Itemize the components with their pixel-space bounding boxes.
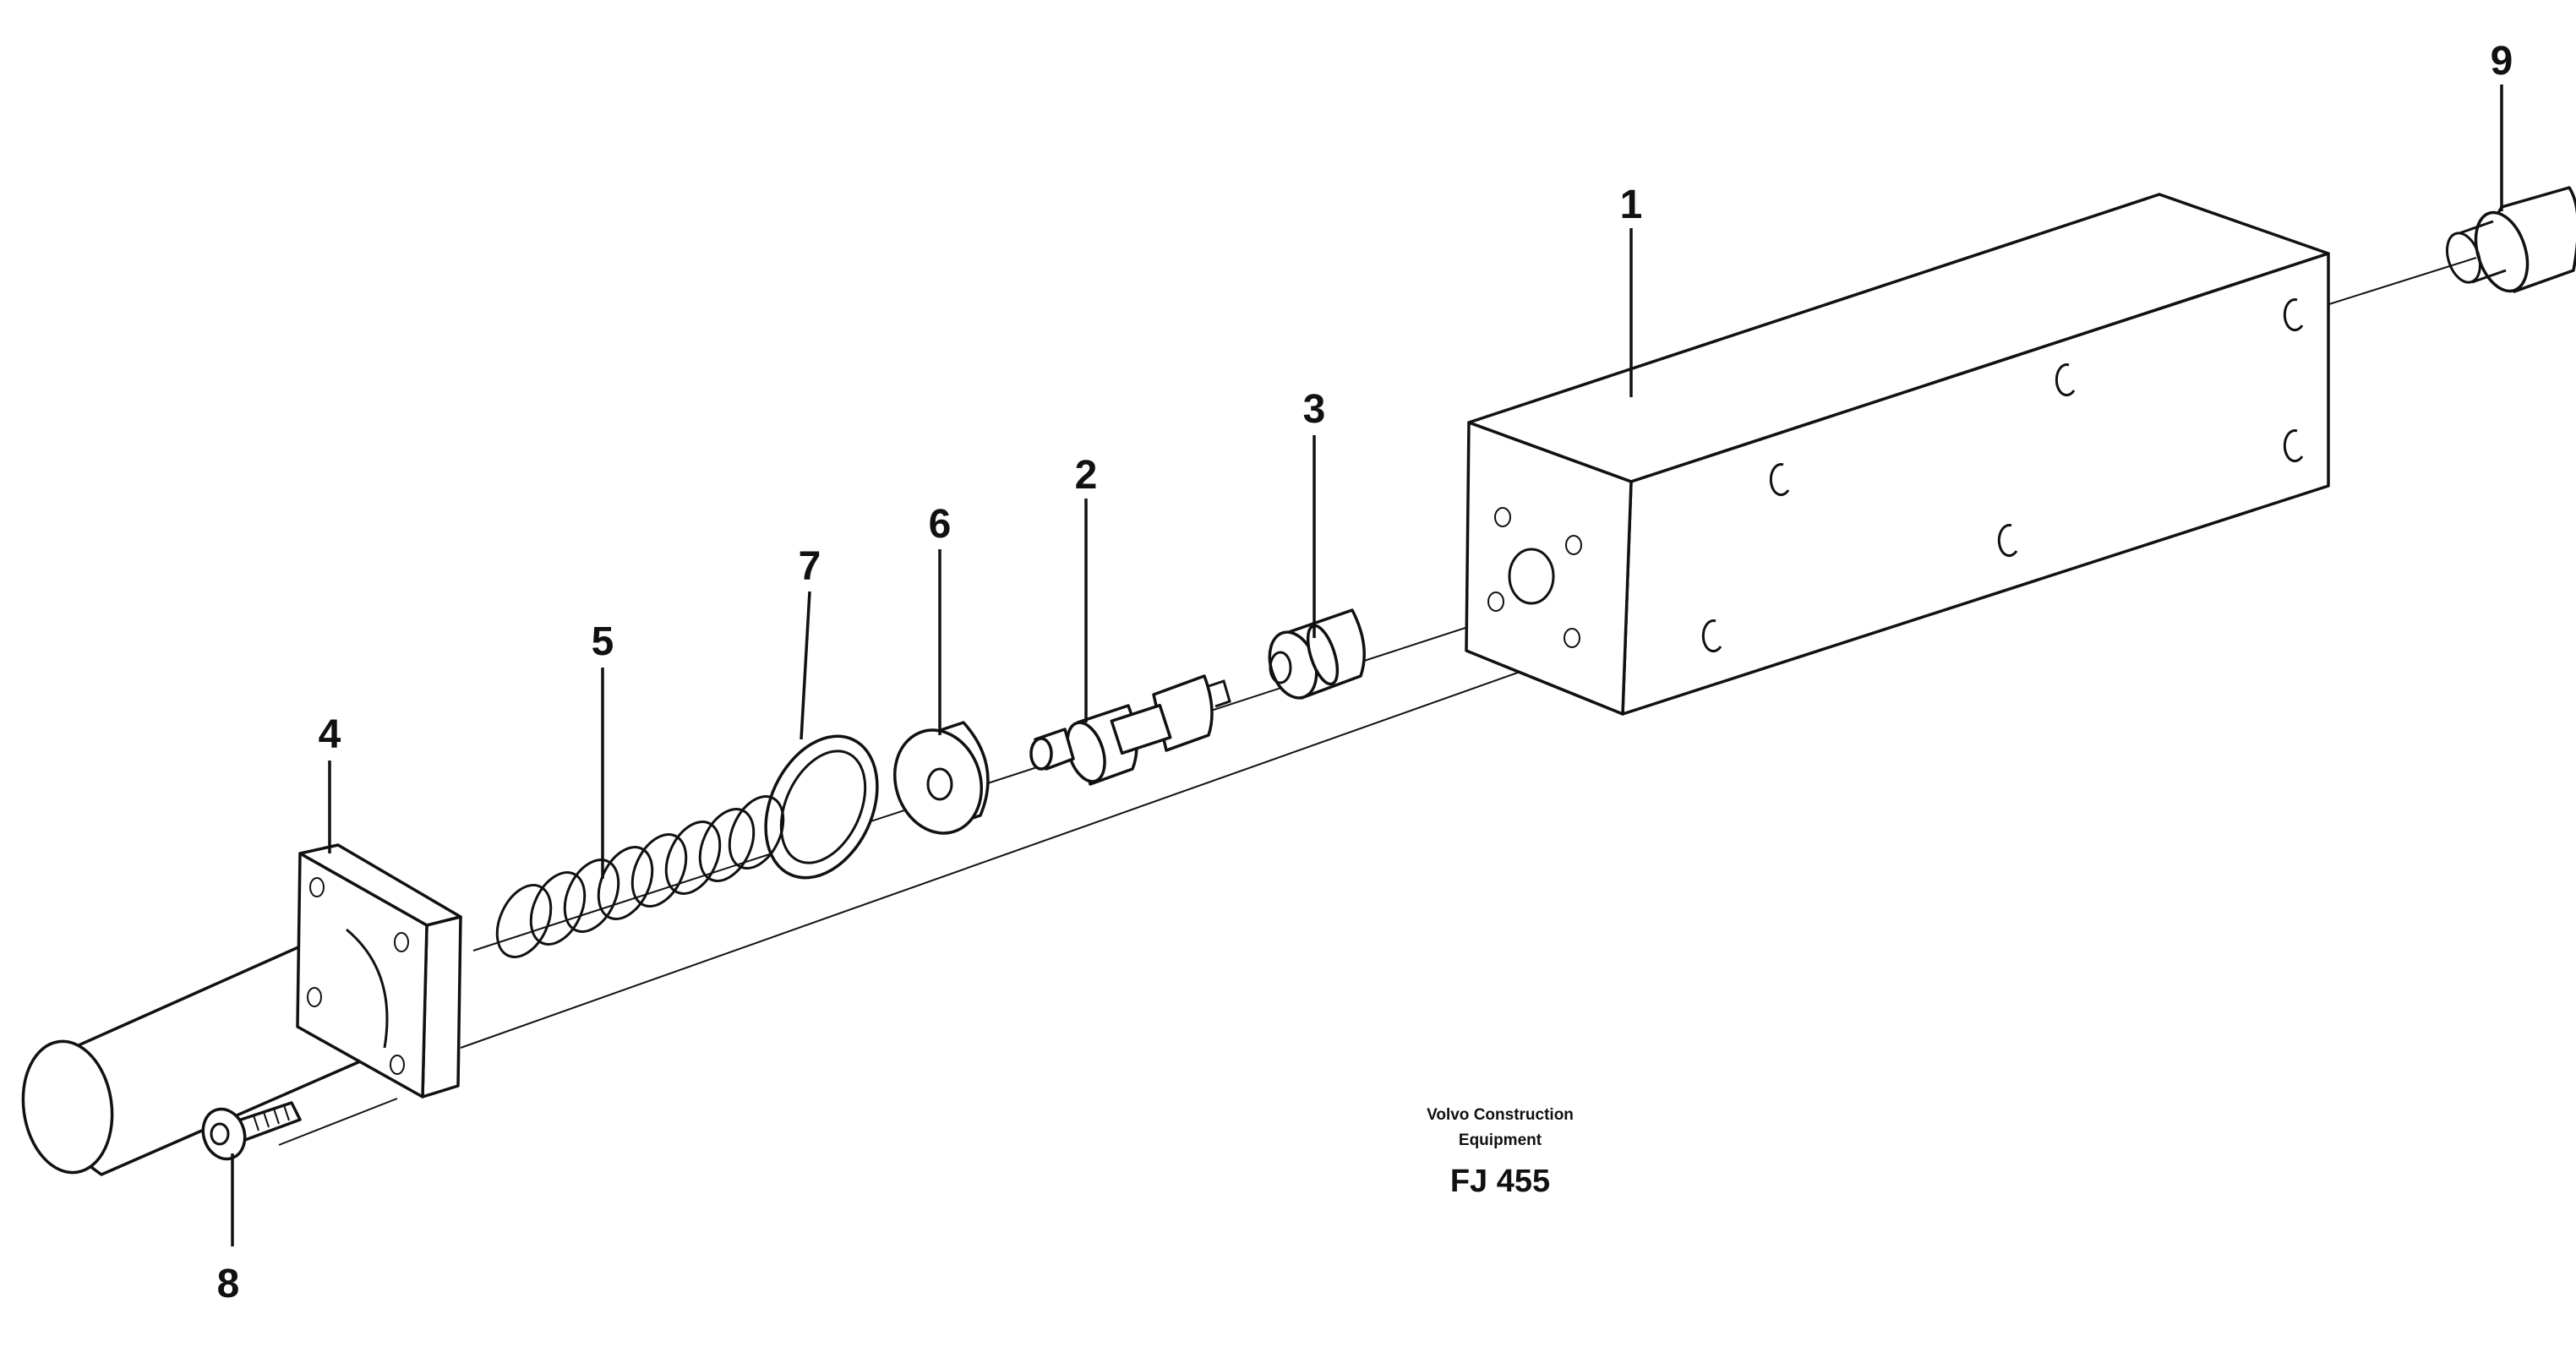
callout-3: 3 <box>1303 387 1326 432</box>
caption-figure-code: FJ 455 <box>1450 1164 1550 1199</box>
leader-7 <box>800 591 811 740</box>
caption-brand-line1: Volvo Construction <box>1427 1106 1574 1124</box>
plug-axis-line <box>2315 257 2477 309</box>
cover-cylinder-part <box>21 843 462 1176</box>
plug-part <box>2446 186 2576 293</box>
callout-2: 2 <box>1075 453 1098 498</box>
callout-7: 7 <box>799 544 821 589</box>
callout-8: 8 <box>217 1262 240 1306</box>
screw-part <box>201 1101 302 1161</box>
spool-part <box>1029 674 1231 786</box>
spring-part <box>495 795 785 958</box>
callout-6: 6 <box>929 502 952 547</box>
callout-9: 9 <box>2491 39 2513 84</box>
callout-1: 1 <box>1620 183 1643 227</box>
callout-4: 4 <box>319 712 341 757</box>
o-ring-part <box>764 734 879 880</box>
screw-axis-line <box>278 1098 398 1146</box>
assembly-axis-line <box>472 603 1539 951</box>
caption-brand-line2: Equipment <box>1459 1131 1542 1149</box>
valve-housing-part <box>1465 193 2330 716</box>
washer-part <box>892 721 990 835</box>
bolt-axis-line <box>460 654 1569 1049</box>
poppet-part <box>1268 608 1366 700</box>
callout-5: 5 <box>592 619 614 664</box>
